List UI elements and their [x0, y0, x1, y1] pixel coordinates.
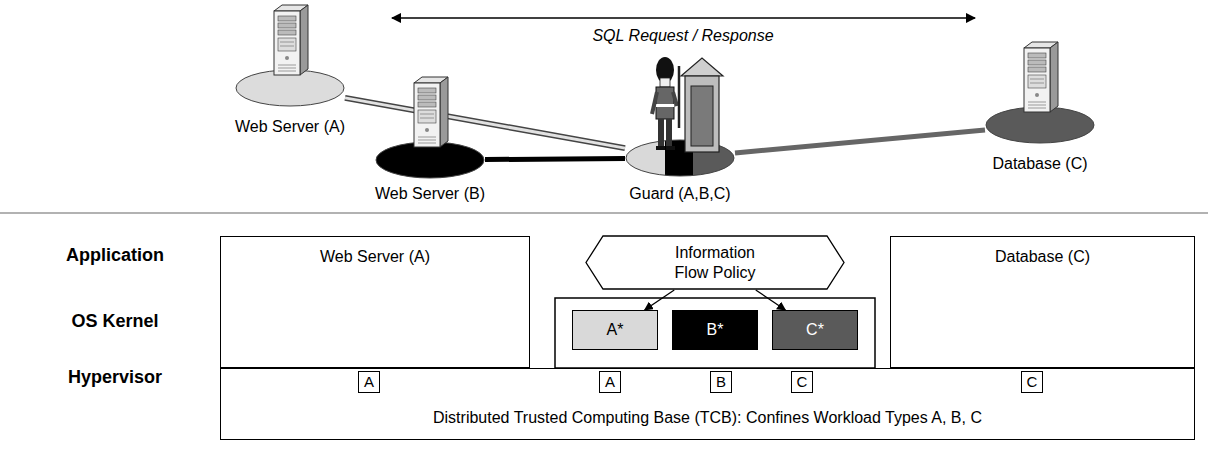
connector-stroke: [756, 290, 786, 310]
port-letter: B: [716, 373, 726, 391]
port-letter: C: [1027, 373, 1038, 391]
kernel-module: C*: [772, 310, 858, 350]
connector-stroke: [735, 130, 985, 153]
port-letter: C: [797, 373, 808, 391]
label-slot: Hypervisor: [35, 367, 195, 388]
policy-hexagon: Information Flow Policy: [585, 235, 845, 290]
box-label: C*: [806, 320, 824, 339]
connector: [756, 290, 786, 310]
guard-icon: [652, 57, 723, 152]
server-icon: [414, 77, 448, 147]
host-figure: Database (C): [985, 105, 1095, 145]
label-port: A: [358, 371, 380, 393]
host-figure: Guard (A,B,C): [625, 138, 735, 178]
box-label: A*: [607, 320, 624, 339]
host-label: Database (C): [930, 155, 1150, 173]
label-port: C: [791, 371, 813, 393]
kernel-box: [555, 298, 875, 368]
host-label: Web Server (A): [180, 118, 400, 136]
host-figure: Web Server (A): [235, 68, 345, 108]
box-label: B*: [707, 320, 724, 339]
label-slot: SQL Request / Response: [533, 27, 833, 45]
port-letter: A: [364, 373, 374, 391]
layer-box: Web Server (A): [220, 236, 530, 368]
host-shape: [375, 140, 485, 180]
layer-label: OS Kernel: [35, 311, 195, 332]
connector: [735, 130, 985, 153]
box-label: Information Flow Policy: [658, 243, 773, 281]
kernel-module: A*: [572, 310, 658, 350]
layer-label: Hypervisor: [35, 367, 195, 388]
server-icon: [1024, 42, 1058, 112]
port-letter: A: [605, 373, 615, 391]
connector-stroke: [345, 98, 625, 148]
host-shape: [235, 68, 345, 108]
connector-stroke: [485, 158, 625, 159]
host-shape: [985, 105, 1095, 145]
connector: [645, 290, 675, 310]
label-port: B: [710, 371, 732, 393]
connector: [345, 98, 625, 148]
layer-label: Application: [35, 245, 195, 266]
host-figure: Web Server (B): [375, 140, 485, 180]
box-label: Database (C): [995, 247, 1090, 266]
connector: [485, 158, 625, 159]
layer-box: Distributed Trusted Computing Base (TCB)…: [220, 368, 1195, 440]
host-label: Guard (A,B,C): [570, 185, 790, 203]
hexagon-outline: [586, 236, 844, 289]
request-arrow: [392, 17, 975, 19]
label-port: C: [1021, 371, 1043, 393]
hexagon-shape: [585, 235, 845, 290]
connector-stroke: [645, 290, 675, 310]
arrow-label: SQL Request / Response: [533, 27, 833, 45]
box-label: Distributed Trusted Computing Base (TCB)…: [433, 408, 982, 427]
host-label: Web Server (B): [320, 185, 540, 203]
box-label: Web Server (A): [320, 247, 430, 266]
section-divider: [0, 212, 1208, 214]
kernel-module: B*: [672, 310, 758, 350]
connector-stroke: [345, 98, 625, 148]
label-port: A: [599, 371, 621, 393]
server-icon: [274, 5, 308, 75]
label-slot: OS Kernel: [35, 311, 195, 332]
layer-box: Database (C): [890, 236, 1195, 368]
label-slot: Application: [35, 245, 195, 266]
host-shape: [625, 138, 735, 178]
